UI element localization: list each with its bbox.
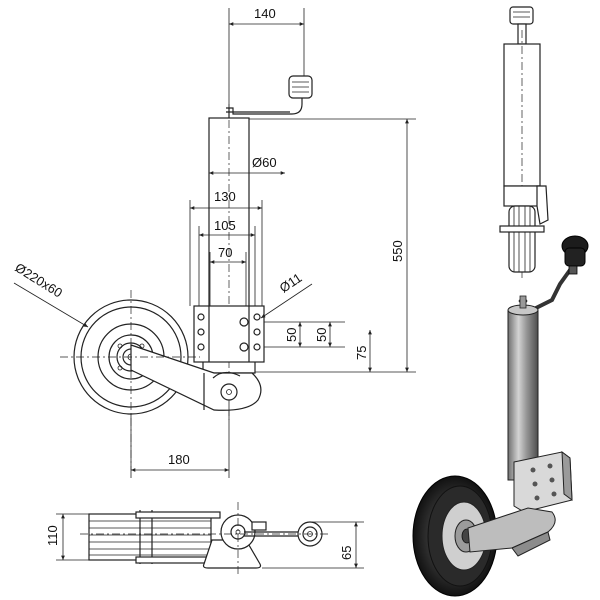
dim-105: 105 bbox=[214, 218, 236, 233]
dim-wheel-size: Ø220x60 bbox=[12, 260, 65, 301]
dim-180: 180 bbox=[168, 452, 190, 467]
dim-75: 75 bbox=[354, 346, 369, 360]
dim-110: 110 bbox=[45, 525, 60, 546]
dim-50-a: 50 bbox=[284, 328, 299, 342]
crank-handle bbox=[226, 75, 313, 118]
dim-65: 65 bbox=[339, 546, 354, 560]
dim-550: 550 bbox=[390, 240, 405, 262]
top-view bbox=[80, 502, 330, 574]
isometric-illustration bbox=[412, 235, 589, 597]
dim-50-b: 50 bbox=[314, 328, 329, 342]
side-view bbox=[499, 6, 549, 280]
top-view-dimensions: 110 65 bbox=[45, 513, 364, 569]
dim-140: 140 bbox=[254, 6, 276, 21]
dim-diameter-60: Ø60 bbox=[252, 155, 277, 170]
dim-70: 70 bbox=[218, 245, 232, 260]
front-view bbox=[60, 75, 313, 470]
dim-130: 130 bbox=[214, 189, 236, 204]
mounting-plate bbox=[193, 305, 265, 363]
